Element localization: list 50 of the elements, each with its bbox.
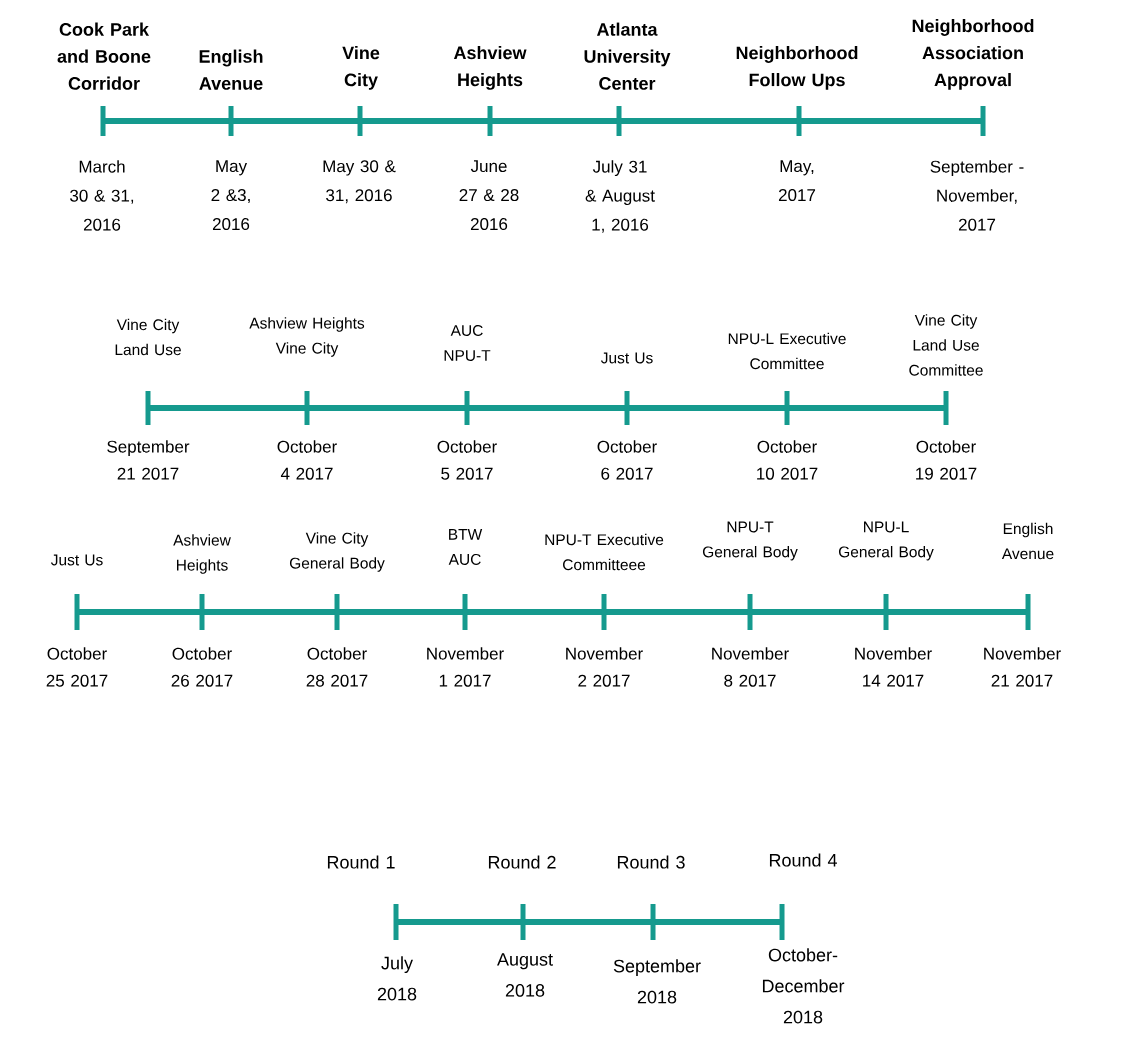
date-label: October 19 2017 (916, 440, 977, 480)
date-label: November 8 2017 (712, 647, 789, 687)
event-label: AUC NPU-T (444, 325, 491, 361)
date-label: October- December 2018 (762, 948, 845, 1024)
date-label: November 14 2017 (855, 647, 932, 687)
event-label: English Avenue (1001, 522, 1054, 560)
date-label: May 30 & 31, 2016 (323, 160, 396, 204)
round-label: Round 2 (488, 855, 556, 869)
date-label: March 30 & 31, 2016 (70, 160, 134, 231)
date-label: October 26 2017 (171, 647, 233, 687)
event-label: Ashview Heights (173, 534, 231, 574)
round-label: Round 1 (327, 855, 395, 869)
date-label: September 21 2017 (107, 440, 190, 480)
event-label: Just Us (601, 352, 653, 364)
event-label: Neighborhood Association Approval (912, 19, 1034, 90)
event-label: Vine City Land Use (115, 318, 181, 356)
round-label: Round 3 (617, 855, 685, 869)
date-label: October 25 2017 (46, 647, 108, 687)
event-label: Neighborhood Follow Ups (736, 46, 858, 90)
event-label: Atlanta University Center (584, 22, 671, 90)
date-label: August 2018 (497, 953, 553, 997)
event-label: Ashview Heights (453, 45, 527, 90)
round-label: Round 4 (769, 853, 837, 867)
event-label: Cook Park and Boone Corridor (57, 22, 151, 90)
event-label: NPU-T General Body (702, 521, 798, 561)
date-label: October 5 2017 (437, 440, 497, 480)
date-label: May 2 &3, 2016 (211, 160, 250, 231)
event-label: NPU-T Executive Committeee (545, 533, 664, 571)
event-label: Ashview Heights Vine City (249, 317, 365, 357)
date-label: November 2 2017 (566, 647, 643, 687)
date-label: November 21 2017 (984, 647, 1061, 687)
date-label: September 2018 (613, 959, 701, 1004)
event-label: Just Us (50, 554, 103, 566)
date-label: July 31 & August 1, 2016 (585, 160, 655, 233)
event-label: English Avenue (199, 49, 263, 90)
event-label: Vine City Land Use Committee (909, 314, 983, 376)
date-label: October 10 2017 (757, 440, 818, 480)
date-label: October 4 2017 (277, 440, 337, 480)
date-label: July 2018 (377, 956, 417, 1001)
date-label: October 6 2017 (597, 440, 657, 480)
event-label: Vine City (342, 46, 380, 90)
date-label: October 28 2017 (306, 647, 368, 687)
event-label: BTW AUC (448, 529, 483, 565)
event-label: NPU-L Executive Committee (728, 332, 846, 370)
date-label: June 27 & 28 2016 (459, 160, 519, 231)
event-label: NPU-L General Body (839, 521, 934, 561)
date-label: September - November, 2017 (930, 160, 1024, 231)
date-label: November 1 2017 (427, 647, 504, 687)
event-label: Vine City General Body (289, 532, 385, 572)
date-label: May, 2017 (778, 160, 816, 202)
